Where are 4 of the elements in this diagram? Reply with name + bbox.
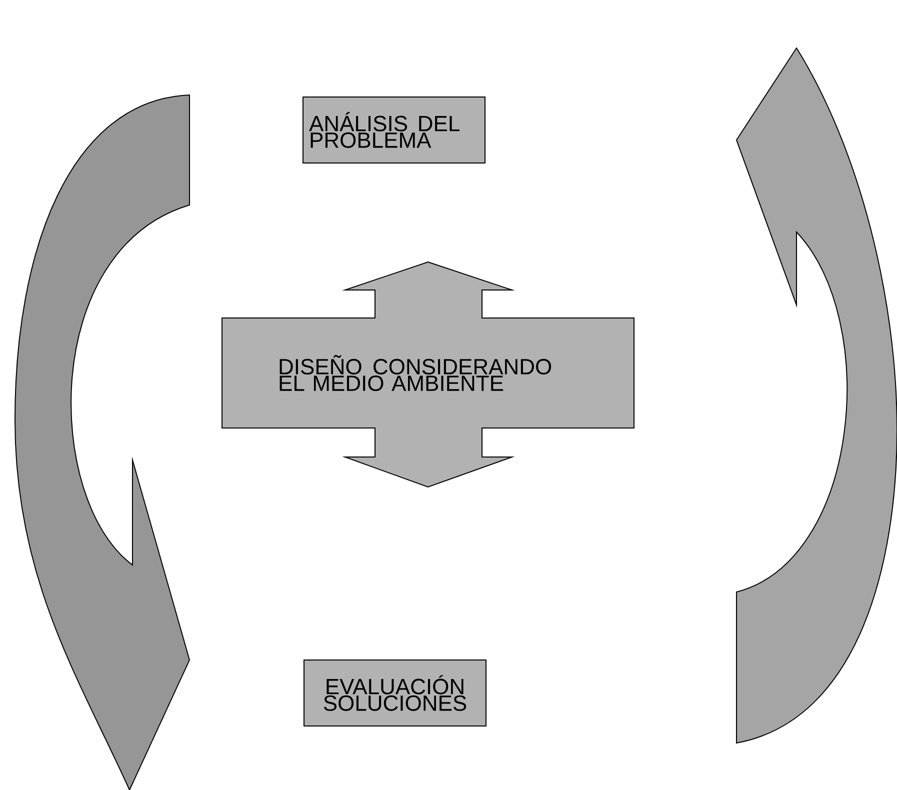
curved-arrow bbox=[14, 94, 190, 790]
process-box: ANÁLISIS DEL PROBLEMA bbox=[302, 96, 486, 164]
curved-arrow bbox=[736, 48, 897, 744]
process-box: EVALUACIÓN SOLUCIONES bbox=[304, 660, 486, 726]
